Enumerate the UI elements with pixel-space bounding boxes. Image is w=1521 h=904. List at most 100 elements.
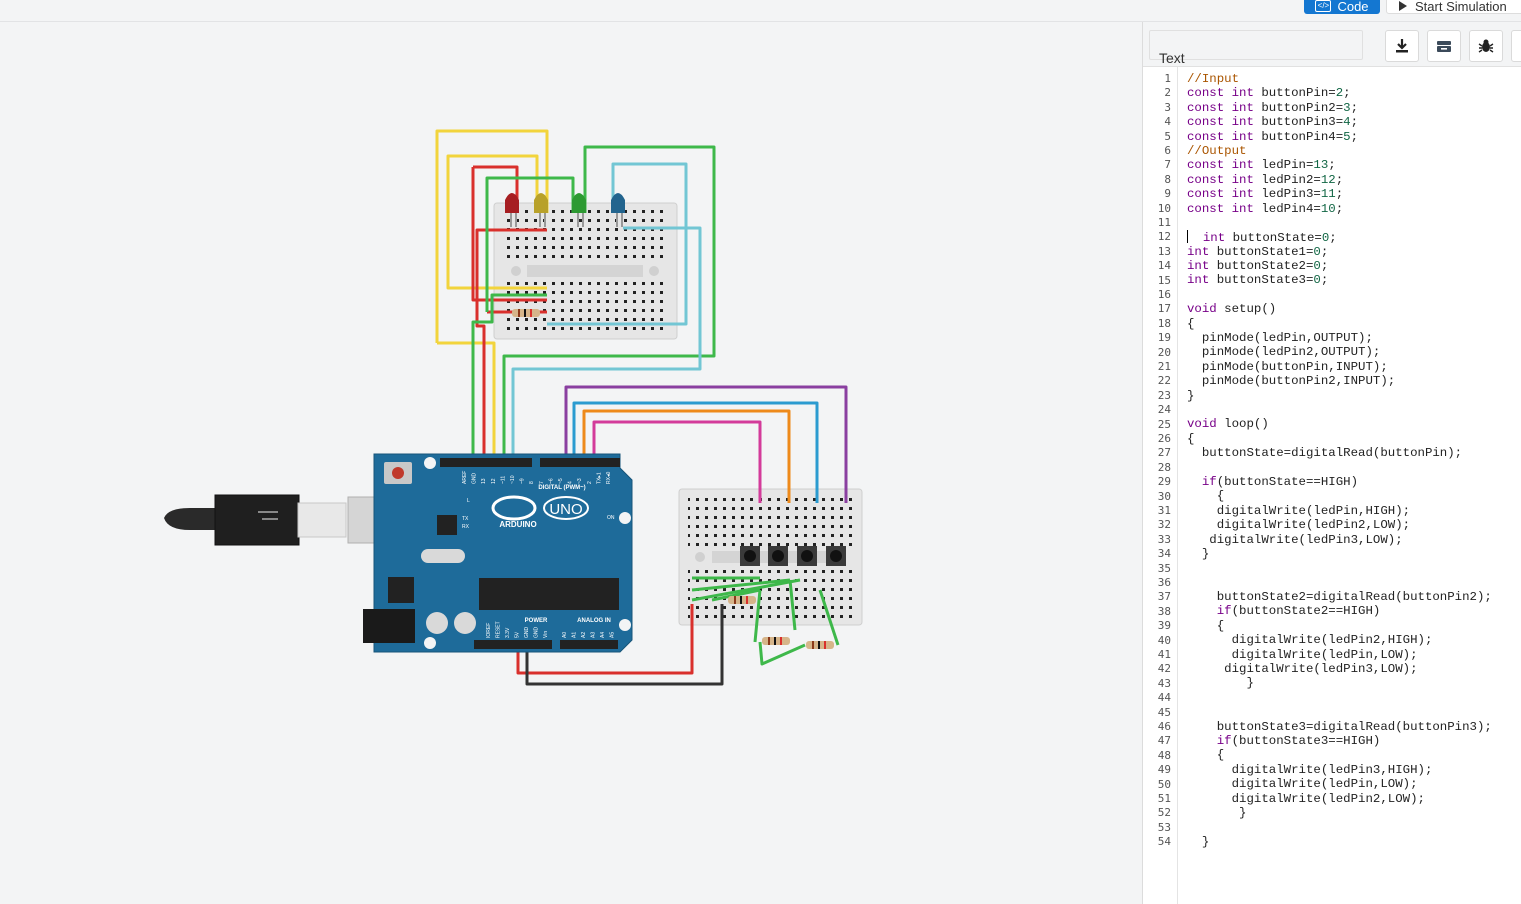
code-line: buttonState3=digitalRead(buttonPin3); <box>1187 720 1492 734</box>
pin-label: ~9 <box>520 478 526 484</box>
line-number: 14 <box>1157 259 1171 273</box>
code-line <box>1187 561 1492 575</box>
code-line: digitalWrite(ledPin,LOW); <box>1187 777 1492 791</box>
code-token: } <box>1187 805 1247 820</box>
code-button-label: Code <box>1337 0 1369 14</box>
code-token: ; <box>1328 158 1336 173</box>
pin-label: ~10 <box>510 475 516 484</box>
code-line: } <box>1187 547 1492 561</box>
code-button[interactable]: </> Code <box>1304 0 1380 14</box>
code-token: ledPin2= <box>1253 172 1321 187</box>
code-token: pinMode(buttonPin2,INPUT); <box>1187 374 1396 389</box>
code-token: 10 <box>1320 201 1336 216</box>
code-token: } <box>1187 546 1210 561</box>
code-line: int buttonState3=0; <box>1187 273 1492 287</box>
code-token: digitalWrite(ledPin3,HIGH); <box>1187 762 1433 777</box>
code-token <box>1187 475 1202 489</box>
code-token: buttonState3= <box>1209 273 1314 288</box>
code-token: buttonState= <box>1225 231 1322 246</box>
code-line: const int ledPin4=10; <box>1187 202 1492 216</box>
code-line <box>1187 820 1492 834</box>
code-token: digitalWrite(ledPin,HIGH); <box>1187 503 1411 518</box>
leds[interactable] <box>505 193 625 227</box>
line-number: 10 <box>1157 201 1171 215</box>
push-buttons[interactable] <box>740 546 846 566</box>
code-line: digitalWrite(ledPin3,HIGH); <box>1187 763 1492 777</box>
code-token: const int <box>1187 172 1254 187</box>
line-number: 40 <box>1157 633 1171 647</box>
code-token: ; <box>1350 115 1359 130</box>
code-token: buttonPin2= <box>1253 100 1344 115</box>
code-token: buttonState1= <box>1209 244 1314 259</box>
line-number: 49 <box>1157 763 1171 777</box>
code-token: 5 <box>1343 129 1351 144</box>
line-number: 7 <box>1164 158 1171 172</box>
code-line: const int ledPin=13; <box>1187 158 1492 172</box>
code-token: pinMode(buttonPin,INPUT); <box>1187 359 1388 374</box>
library-button[interactable] <box>1427 30 1461 62</box>
code-token: 0 <box>1313 244 1321 259</box>
panel-extra-button[interactable] <box>1511 30 1521 62</box>
wires[interactable] <box>435 129 848 686</box>
line-number: 32 <box>1157 518 1171 532</box>
code-token: buttonState2=digitalRead(buttonPin2); <box>1187 590 1492 605</box>
digital-header-label: DIGITAL (PWM~) <box>538 485 585 491</box>
circuit-canvas[interactable]: ARDUINO UNO DIGITAL (PWM~) POWER ANALOG … <box>0 22 1142 904</box>
code-line: int buttonState1=0; <box>1187 245 1492 259</box>
code-token: const int <box>1187 201 1254 216</box>
line-number: 44 <box>1157 691 1171 705</box>
code-line: //Output <box>1187 144 1492 158</box>
code-line: const int buttonPin3=4; <box>1187 115 1492 129</box>
power-header-label: POWER <box>525 618 548 624</box>
line-number: 16 <box>1157 288 1171 301</box>
code-token: if <box>1201 474 1217 489</box>
code-token: 11 <box>1320 187 1336 202</box>
code-line: } <box>1187 806 1492 820</box>
code-line: const int buttonPin4=5; <box>1187 130 1492 144</box>
code-token: ; <box>1343 86 1351 101</box>
debugger-bug-icon <box>1478 39 1494 53</box>
code-token: const int <box>1187 86 1254 101</box>
code-token: //Input <box>1187 72 1240 86</box>
code-token: ledPin= <box>1253 158 1314 173</box>
code-line: } <box>1187 835 1492 849</box>
line-number: 19 <box>1157 331 1171 345</box>
line-number: 1 <box>1164 72 1171 85</box>
code-token <box>1187 604 1217 618</box>
board-brand: ARDUINO <box>499 520 536 529</box>
line-number: 31 <box>1157 504 1171 517</box>
arduino-uno-board[interactable]: ARDUINO UNO DIGITAL (PWM~) POWER ANALOG … <box>363 453 633 653</box>
pin-label: GND <box>524 627 530 639</box>
debugger-button[interactable] <box>1469 30 1503 62</box>
pin-label: Vin <box>543 631 549 638</box>
analog-header-label: ANALOG IN <box>577 618 611 624</box>
code-token: { <box>1187 618 1225 633</box>
start-simulation-button[interactable]: Start Simulation <box>1386 0 1521 14</box>
code-token: { <box>1187 748 1225 763</box>
code-token: 4 <box>1343 115 1351 130</box>
line-number: 35 <box>1157 561 1171 575</box>
code-token: ; <box>1320 273 1329 288</box>
download-button[interactable] <box>1385 30 1419 62</box>
code-token: if <box>1216 604 1232 619</box>
editor-mode-select[interactable]: Text <box>1149 30 1363 66</box>
code-token: (buttonState3==HIGH) <box>1231 733 1381 748</box>
line-number: 28 <box>1157 460 1171 474</box>
code-token: { <box>1187 431 1195 446</box>
l-led-label: L <box>467 498 470 504</box>
resistors[interactable] <box>512 309 834 649</box>
code-token: buttonState=digitalRead(buttonPin); <box>1187 446 1463 461</box>
pin-label: A1 <box>572 632 578 638</box>
pin-label: 12 <box>491 478 497 484</box>
line-number: 52 <box>1157 806 1171 820</box>
line-number: 20 <box>1157 345 1171 359</box>
code-panel-toolbar: Text <box>1143 22 1521 67</box>
code-token: digitalWrite(ledPin,LOW); <box>1187 777 1418 792</box>
code-token: pinMode(ledPin2,OUTPUT); <box>1187 345 1381 360</box>
line-number: 3 <box>1164 100 1171 114</box>
breadboard-top[interactable] <box>493 202 678 340</box>
code-token: ; <box>1335 187 1344 202</box>
